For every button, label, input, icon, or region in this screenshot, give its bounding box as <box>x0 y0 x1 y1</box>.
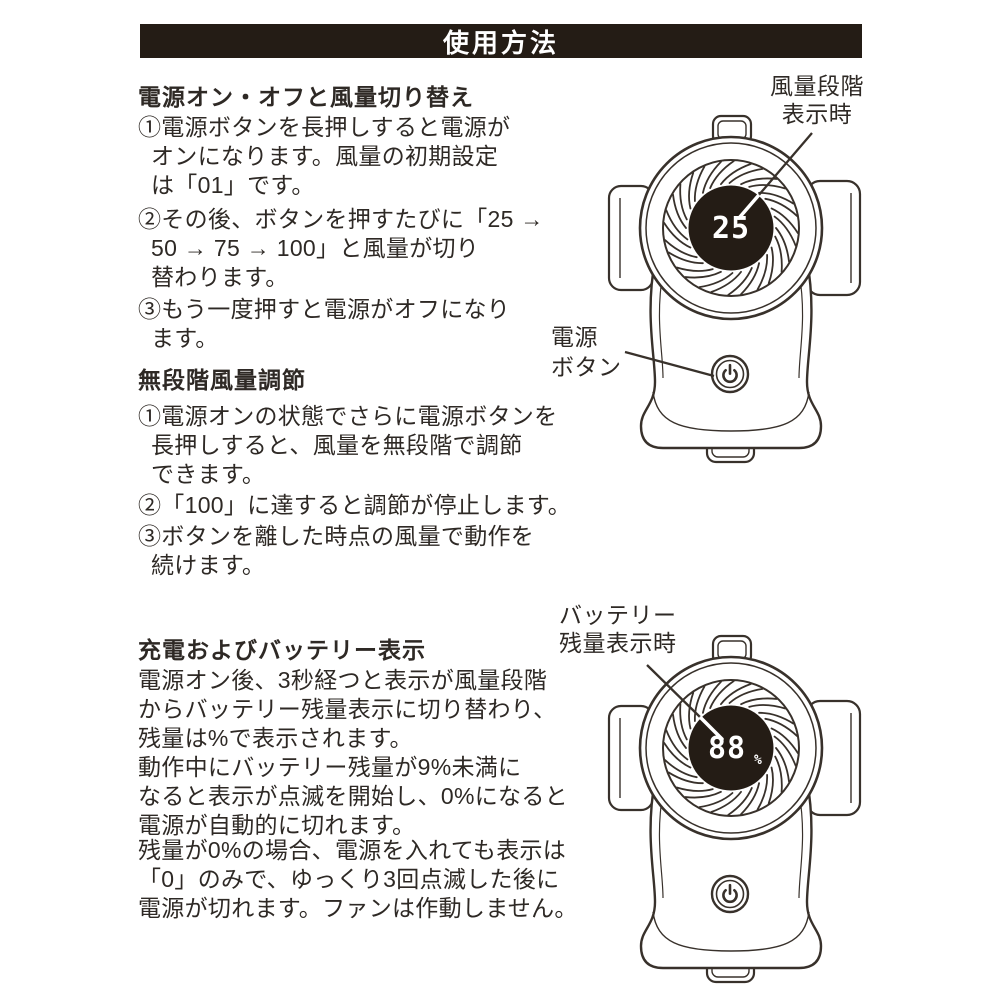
paragraph: 電源オン後、3秒経つと表示が風量段階 からバッテリー残量表示に切り替わり、 残量… <box>138 666 556 753</box>
text-line: からバッテリー残量表示に切り替わり、 <box>138 696 557 722</box>
text-line: 動作中にバッテリー残量が9%未満に <box>138 754 522 780</box>
callout-power-button: 電源 ボタン <box>551 322 622 382</box>
fan-device-illustration-wind-level: 25 <box>545 60 965 480</box>
instruction-item: ①電源オンの状態でさらに電源ボタンを 長押しすると、風量を無段階で調節 できます… <box>138 402 557 489</box>
text-line: オンになります。風量の初期設定 <box>151 143 499 169</box>
leader-line-display-tip <box>737 194 760 220</box>
text-line: ます。 <box>151 325 219 351</box>
callout-text-line: 電源 <box>551 324 598 350</box>
instruction-item: ③ボタンを離した時点の風量で動作を 続けます。 <box>138 522 534 580</box>
text-line: できます。 <box>151 461 266 487</box>
paragraph: 残量が0%の場合、電源を入れても表示は 「0」のみで、ゆっくり3回点滅した後に … <box>138 836 578 923</box>
callout-text-line: 風量段階 <box>770 73 864 99</box>
leader-line-power-button <box>624 350 715 378</box>
text-line: ①電源ボタンを長押しすると電源が <box>138 114 511 140</box>
text-line: 電源が切れます。ファンは作動しません。 <box>138 895 578 921</box>
fan-device-illustration-battery: 88 % <box>545 580 965 1000</box>
leader-line-battery-display-tip <box>699 716 724 741</box>
text-line: ②「100」に達すると調節が停止します。 <box>138 492 572 518</box>
heading-charge-battery: 充電およびバッテリー表示 <box>138 637 426 663</box>
leader-line-display <box>757 132 813 197</box>
heading-stepless-adjust: 無段階風量調節 <box>138 367 306 393</box>
lcd-value-battery: 88 <box>708 731 746 766</box>
paragraph: 動作中にバッテリー残量が9%未満に なると表示が点滅を開始し、0%になると 電源… <box>138 753 568 840</box>
instruction-item: ②「100」に達すると調節が停止します。 <box>138 491 571 520</box>
text-line: なると表示が点滅を開始し、0%になると <box>138 783 568 809</box>
text-line: 替わります。 <box>151 264 289 290</box>
text-line: 長押しすると、風量を無段階で調節 <box>151 432 523 458</box>
lcd-value-wind-level: 25 <box>712 211 750 246</box>
text-line: 続けます。 <box>151 552 266 578</box>
instruction-item: ③もう一度押すと電源がオフになり ます。 <box>138 295 510 353</box>
instruction-item: ①電源ボタンを長押しすると電源が オンになります。風量の初期設定 は「01」です… <box>138 113 510 200</box>
text-line: 電源が自動的に切れます。 <box>138 812 416 838</box>
text-line: ①電源オンの状態でさらに電源ボタンを <box>138 403 558 429</box>
section-header-bar: 使用方法 <box>140 24 862 58</box>
callout-text-line: ボタン <box>551 354 622 380</box>
callout-text-line: 表示時 <box>781 101 853 127</box>
text-line: ③ボタンを離した時点の風量で動作を <box>138 523 535 549</box>
callout-fan-level-display: 風量段階 表示時 <box>752 72 882 128</box>
text-line: ②その後、ボタンを押すたびに「25 → <box>138 206 544 232</box>
lcd-percent-sign: % <box>754 753 762 768</box>
text-line: 「0」のみで、ゆっくり3回点滅した後に <box>138 866 560 892</box>
text-line: 電源オン後、3秒経つと表示が風量段階 <box>138 667 548 693</box>
leader-line-battery-display <box>646 664 702 719</box>
text-line: 残量は%で表示されます。 <box>138 725 413 751</box>
callout-text-line: 残量表示時 <box>559 630 677 656</box>
callout-battery-display: バッテリー 残量表示時 <box>559 601 677 657</box>
text-line: 50 → 75 → 100」と風量が切り <box>151 235 480 261</box>
text-line: は「01」です。 <box>151 172 315 198</box>
instruction-item: ②その後、ボタンを押すたびに「25 → 50 → 75 → 100」と風量が切り… <box>138 205 544 292</box>
text-line: 残量が0%の場合、電源を入れても表示は <box>138 837 567 863</box>
callout-text-line: バッテリー <box>559 602 677 628</box>
text-line: ③もう一度押すと電源がオフになり <box>138 296 511 322</box>
page-title: 使用方法 <box>442 27 559 58</box>
heading-power-onoff: 電源オン・オフと風量切り替え <box>138 84 474 110</box>
